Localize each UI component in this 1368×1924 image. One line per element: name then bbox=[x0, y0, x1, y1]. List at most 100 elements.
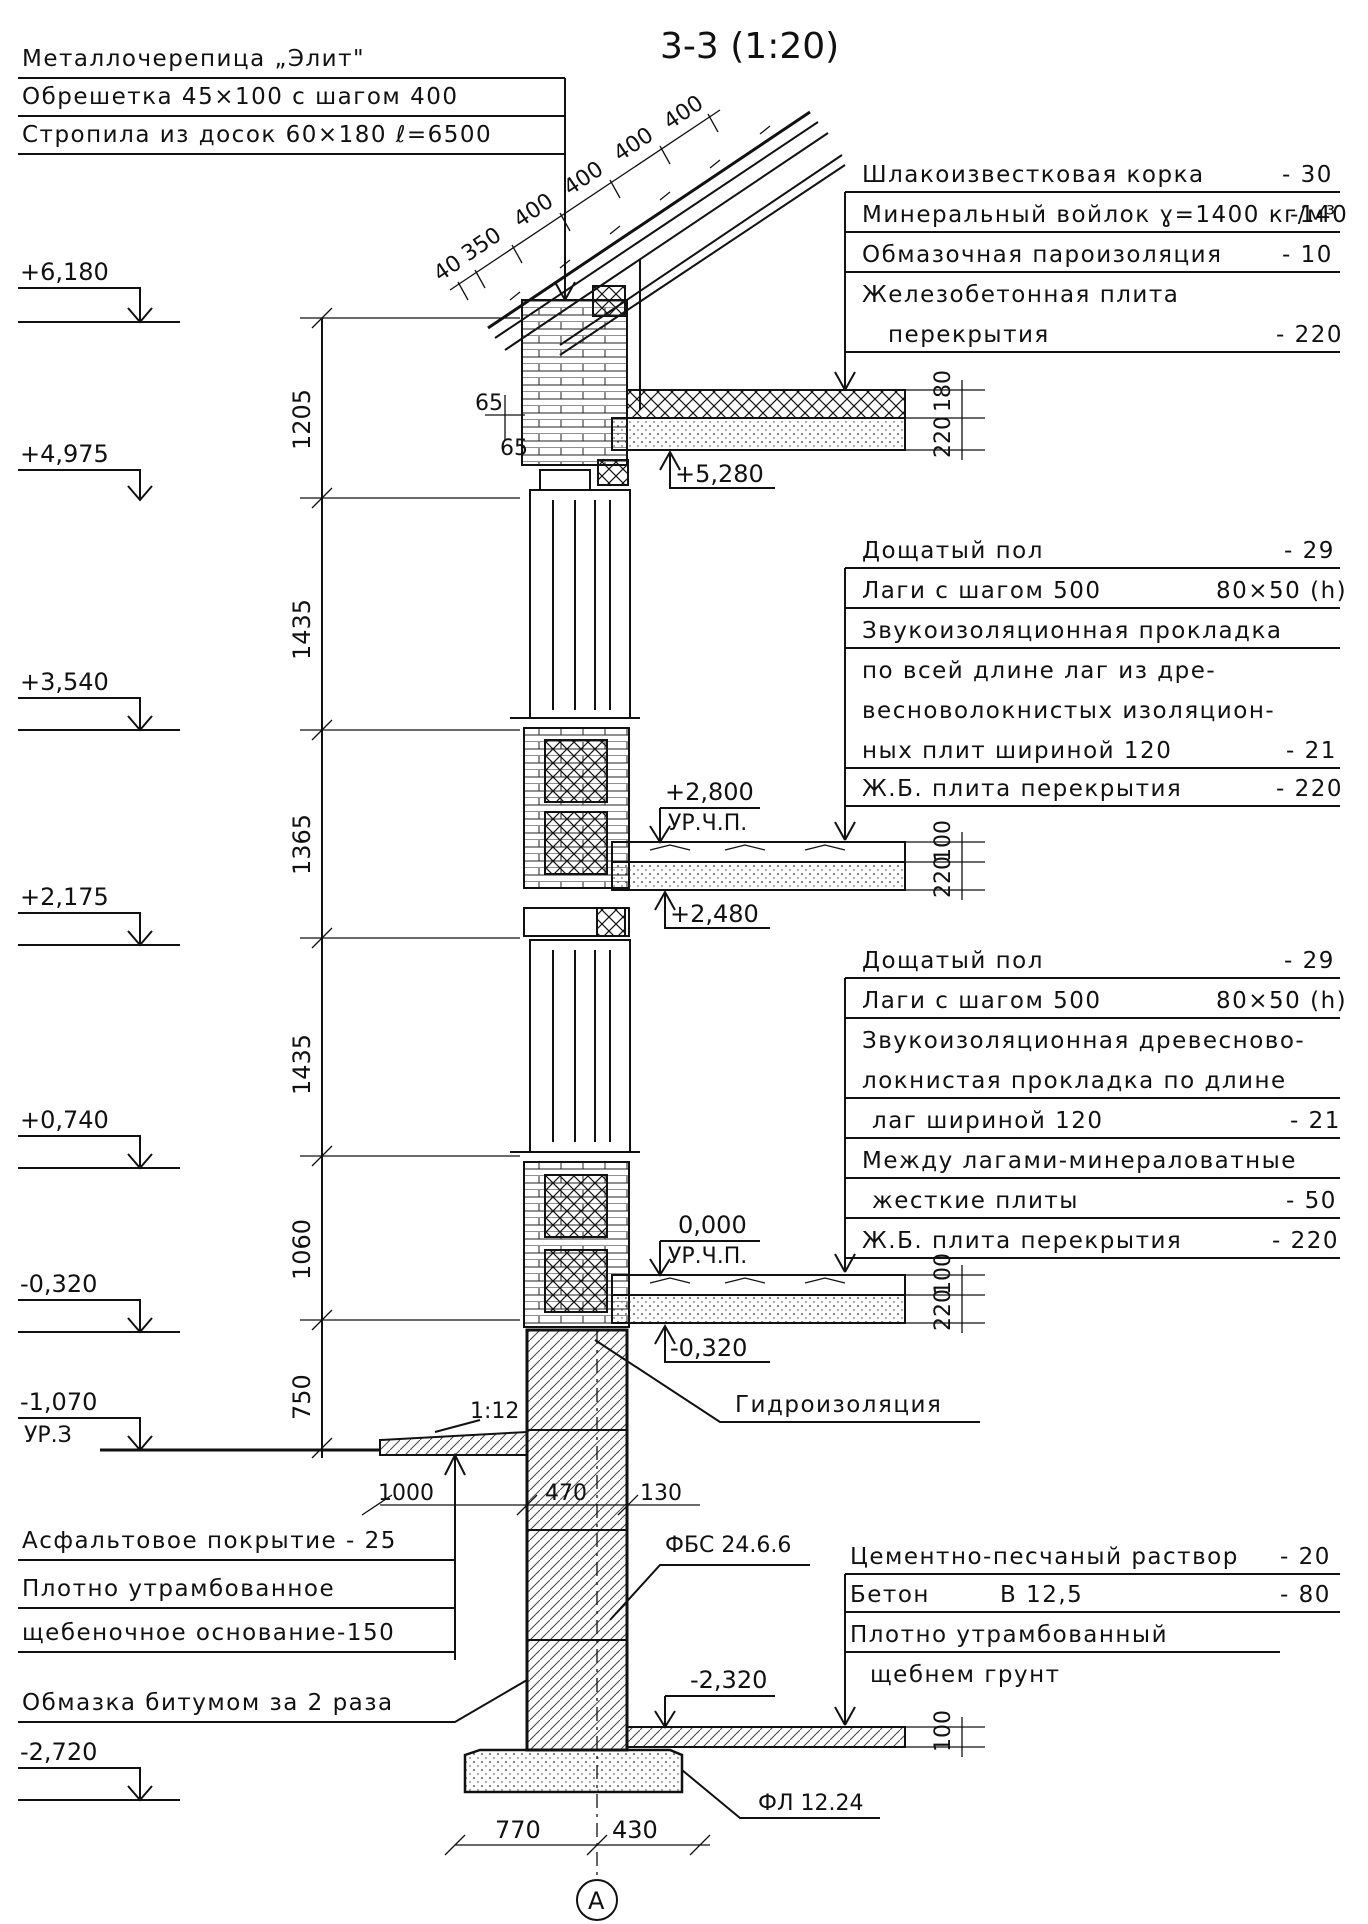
floor2-layer-6: ных плит шириной 120 bbox=[862, 738, 1172, 764]
strip-footing bbox=[463, 1748, 684, 1794]
pavement-layer-1: Асфальтовое покрытие - 25 bbox=[22, 1528, 397, 1554]
attic-layer-2-value: -140 bbox=[1290, 202, 1348, 228]
floor1-layer-1-value: - 29 bbox=[1284, 948, 1335, 974]
level-0740: +0,740 bbox=[20, 1106, 109, 1134]
left-level-markers: +6,180 +4,975 +3,540 +2,175 +0,740 -0,32… bbox=[18, 258, 180, 1802]
eave-dim-1: 65 bbox=[475, 391, 503, 416]
fbs-label: ФБС 24.6.6 bbox=[665, 1533, 791, 1558]
floor1-layer-2-value: 80×50 (h) bbox=[1216, 988, 1347, 1014]
basement-floor-callout: Цементно-песчаный раствор - 20 Бетон В 1… bbox=[834, 1544, 1340, 1757]
ground-level-label: УР.З bbox=[24, 1423, 72, 1448]
basement-dim-1000: 1000 bbox=[378, 1481, 434, 1506]
floor-slabs bbox=[611, 389, 906, 1748]
level-m1070: -1,070 bbox=[20, 1388, 97, 1416]
bfloor-layer-1: Цементно-песчаный раствор bbox=[850, 1544, 1239, 1570]
axis-marker: А bbox=[576, 1330, 618, 1921]
floor1-layer-1: Дощатый пол bbox=[862, 948, 1044, 974]
roof-dim-5: 400 bbox=[609, 123, 658, 167]
inner-level-marks: +5,280 +2,800 УР.Ч.П. +2,480 0,000 УР.Ч.… bbox=[649, 449, 775, 1729]
floor1-layer-7-value: - 50 bbox=[1286, 1188, 1337, 1214]
fbs-callout: ФБС 24.6.6 bbox=[609, 1533, 810, 1621]
inner-level-2480: +2,480 bbox=[670, 900, 759, 928]
bfloor-layer-2: Бетон bbox=[850, 1582, 930, 1608]
slope-label: 1:12 bbox=[470, 1399, 519, 1424]
foundation-wall bbox=[525, 1328, 629, 1752]
bfloor-slab-dim-100: 100 bbox=[931, 1710, 956, 1752]
floor2-mark: УР.Ч.П. bbox=[668, 811, 747, 836]
floor1-layer-7: жесткие плиты bbox=[872, 1188, 1079, 1214]
roof-layer-3: Стропила из досок 60×180 ℓ=6500 bbox=[22, 122, 492, 148]
floor1-mark: УР.Ч.П. bbox=[668, 1244, 747, 1269]
pavement-layer-3: щебеночное основание-150 bbox=[22, 1620, 395, 1646]
floor1-layer-3: Звукоизоляционная древесново- bbox=[862, 1028, 1305, 1054]
floor1-layer-4: локнистая прокладка по длине bbox=[862, 1068, 1287, 1094]
floor2-layer-3: Звукоизоляционная прокладка bbox=[862, 618, 1282, 644]
basement-dim-130: 130 bbox=[640, 1481, 682, 1506]
inner-level-m0320: -0,320 bbox=[670, 1334, 747, 1362]
floor2-layers-callout: Дощатый пол - 29 Лаги с шагом 500 80×50 … bbox=[834, 538, 1347, 900]
axis-label: А bbox=[588, 1887, 605, 1915]
footing-dim-770: 770 bbox=[495, 1816, 541, 1844]
floor1-layer-8: Ж.Б. плита перекрытия bbox=[862, 1228, 1182, 1254]
floor2-layer-2-value: 80×50 (h) bbox=[1216, 578, 1347, 604]
eave-dim-2: 65 bbox=[500, 436, 528, 461]
floor2-layer-5: весноволокнистых изоляцион- bbox=[862, 698, 1275, 724]
vdim-1060: 1060 bbox=[288, 1219, 316, 1280]
floor2-layer-7-value: - 220 bbox=[1276, 776, 1343, 802]
roof-layer-2: Обрешетка 45×100 с шагом 400 bbox=[22, 84, 459, 110]
roof-structure: 40 350 400 400 400 400 bbox=[429, 91, 846, 410]
attic-layers-callout: Шлакоизвестковая корка - 30 Минеральный … bbox=[834, 162, 1348, 460]
attic-slab-dim-180: 180 bbox=[931, 370, 956, 412]
attic-layer-2: Минеральный войлок ɣ=1400 кг/м³ bbox=[862, 202, 1337, 228]
roof-dim-2: 350 bbox=[457, 223, 506, 267]
floor1-layer-8-value: - 220 bbox=[1272, 1228, 1339, 1254]
floor2-layer-2: Лаги с шагом 500 bbox=[862, 578, 1102, 604]
level-m0320: -0,320 bbox=[20, 1270, 97, 1298]
vdim-1205: 1205 bbox=[288, 389, 316, 450]
waterproofing-label: Гидроизоляция bbox=[735, 1392, 942, 1418]
attic-layer-5: перекрытия bbox=[888, 322, 1050, 348]
bfloor-layer-2-extra: - 80 bbox=[1280, 1582, 1331, 1608]
vdim-1435-lower: 1435 bbox=[288, 1034, 316, 1095]
vdim-750: 750 bbox=[288, 1374, 316, 1420]
bfloor-layer-4: щебнем грунт bbox=[870, 1662, 1061, 1688]
exterior-wall bbox=[463, 299, 684, 1794]
inner-level-m2320: -2,320 bbox=[690, 1666, 767, 1694]
attic-layer-3-value: - 10 bbox=[1282, 242, 1333, 268]
bfloor-layer-1-value: - 20 bbox=[1280, 1544, 1331, 1570]
roof-dim-3: 400 bbox=[509, 189, 558, 233]
level-4975: +4,975 bbox=[20, 440, 109, 468]
axis-circle bbox=[576, 1879, 618, 1921]
floor2-layer-1-value: - 29 bbox=[1284, 538, 1335, 564]
floor1-slab-dim-100: 100 bbox=[931, 1253, 956, 1295]
level-3540: +3,540 bbox=[20, 668, 109, 696]
floor2-slab-dim-220: 220 bbox=[931, 856, 956, 898]
pavement-callout: Асфальтовое покрытие - 25 Плотно утрамбо… bbox=[18, 1528, 528, 1723]
footing-callout: ФЛ 12.24 770 430 bbox=[444, 1769, 880, 1856]
roof-layers-callout: Металлочерепица „Элит" Обрешетка 45×100 … bbox=[18, 46, 576, 301]
level-m2720: -2,720 bbox=[20, 1738, 97, 1766]
floor2-layer-1: Дощатый пол bbox=[862, 538, 1044, 564]
floor2-layer-7: Ж.Б. плита перекрытия bbox=[862, 776, 1182, 802]
section-title: 3-3 (1:20) bbox=[660, 26, 839, 67]
pavement-layer-2: Плотно утрамбованное bbox=[22, 1576, 335, 1602]
attic-layer-1-value: - 30 bbox=[1282, 162, 1333, 188]
floor1-layer-2: Лаги с шагом 500 bbox=[862, 988, 1102, 1014]
attic-layer-1: Шлакоизвестковая корка bbox=[862, 162, 1205, 188]
floor1-layer-6: Между лагами-минераловатные bbox=[862, 1148, 1297, 1174]
basement-dim-470: 470 bbox=[545, 1481, 587, 1506]
level-2175: +2,175 bbox=[20, 883, 109, 911]
waterproofing-callout: Гидроизоляция bbox=[594, 1339, 980, 1423]
bfloor-layer-3: Плотно утрамбованный bbox=[850, 1622, 1168, 1648]
floor1-slab-dim-220: 220 bbox=[931, 1289, 956, 1331]
roof-dim-1: 40 bbox=[429, 251, 466, 287]
ground-and-pavement: 1:12 1000 470 130 bbox=[100, 1399, 700, 1660]
inner-level-0000: 0,000 bbox=[678, 1211, 747, 1239]
inner-level-5280: +5,280 bbox=[675, 460, 764, 488]
footing-dim-430: 430 bbox=[612, 1816, 658, 1844]
floor1-layer-5-value: - 21 bbox=[1290, 1108, 1341, 1134]
roof-layer-1: Металлочерепица „Элит" bbox=[22, 46, 365, 72]
fl-label: ФЛ 12.24 bbox=[758, 1791, 863, 1816]
floor1-layers-callout: Дощатый пол - 29 Лаги с шагом 500 80×50 … bbox=[834, 948, 1347, 1333]
